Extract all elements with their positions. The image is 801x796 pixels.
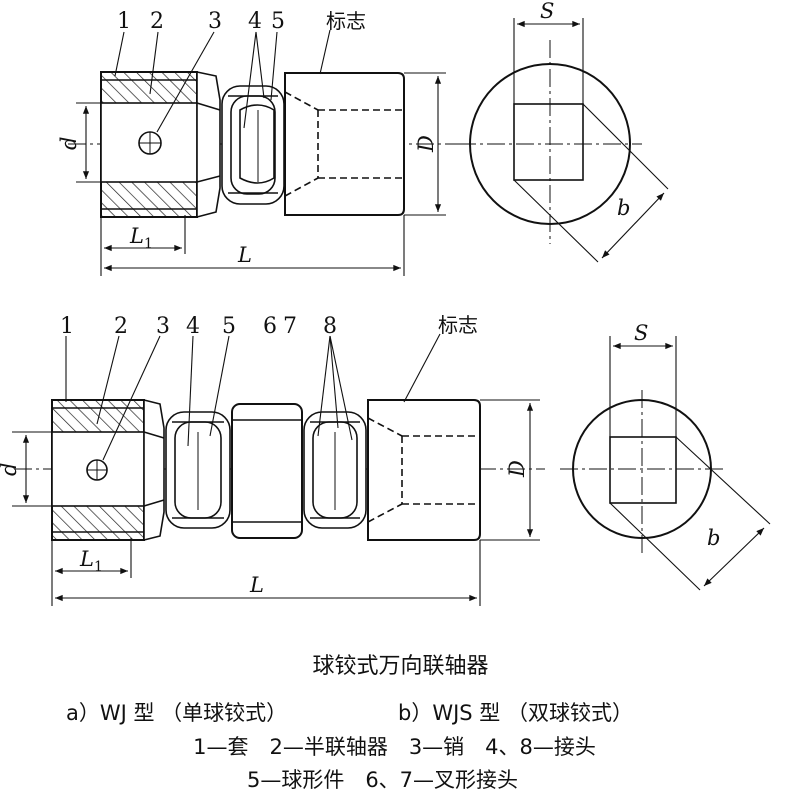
fork-joint-middle-b (231, 403, 303, 539)
dim-D-a (404, 72, 446, 216)
sleeve-half-coupling-a (100, 71, 198, 218)
dim-label-b: b (707, 526, 720, 550)
dim-L-b (54, 540, 481, 606)
dim-label-D: D (414, 135, 438, 153)
dim-L1-b (51, 538, 132, 606)
part-number: 8 (323, 314, 337, 339)
dim-label-D: D (505, 460, 529, 478)
dim-label-b: b (617, 196, 630, 220)
fork-body-a (284, 72, 405, 216)
coupling-diagram: 1 2 3 4 5 标志 d D L1 L S b 1 2 3 4 5 6 7 … (0, 0, 771, 606)
dim-D-b (480, 399, 540, 541)
dim-label-L1: L1 (79, 547, 103, 575)
ball-joint-b-left (165, 411, 231, 529)
mark-label: 标志 (326, 9, 366, 33)
dim-L-a (104, 215, 405, 276)
part-number: 1 (60, 314, 74, 339)
fork-body-b (367, 399, 481, 541)
labels-b: 1 2 3 4 5 6 7 8 标志 d D L1 L S b (0, 313, 720, 597)
part-number: 1 (117, 9, 131, 34)
labels-a: 1 2 3 4 5 标志 d D L1 L S b (57, 0, 630, 267)
part-number: 3 (208, 9, 222, 34)
sleeve-half-coupling-b (51, 399, 145, 541)
caption-type-b: b）WJS 型 （双球铰式） (398, 701, 633, 725)
dim-label-L1: L1 (129, 224, 153, 252)
dim-label-L: L (249, 573, 264, 597)
collar-b (143, 398, 165, 542)
caption-title: 球铰式万向联轴器 (312, 654, 489, 679)
caption-parts-line1: 1—套 2—半联轴器 3—销 4、8—接头 (193, 735, 596, 759)
dim-label-S: S (634, 321, 648, 345)
part-number: 5 (222, 314, 236, 339)
dim-label-L: L (237, 243, 252, 267)
end-view-b (560, 336, 771, 591)
ball-joint-b-right (303, 411, 367, 529)
part-number: 7 (283, 314, 297, 339)
caption-type-a: a）WJ 型 （单球铰式） (66, 701, 288, 725)
ball-joint-a (221, 85, 285, 205)
mark-label: 标志 (438, 313, 478, 337)
part-number: 6 (263, 314, 277, 339)
part-number: 3 (156, 314, 170, 339)
dim-d-b (12, 431, 52, 507)
leaders-a (114, 29, 331, 133)
end-view-a (458, 18, 669, 263)
leaders-b (65, 333, 441, 461)
dim-label-d: d (0, 463, 21, 476)
collar-a (196, 71, 221, 219)
dim-label-d: d (57, 137, 81, 150)
dim-d-a (76, 102, 101, 183)
figure-b-wjs-double (12, 333, 545, 606)
caption-parts-line2: 5—球形件 6、7—叉形接头 (246, 768, 519, 792)
part-number: 4 (248, 9, 262, 34)
part-number: 4 (186, 314, 200, 339)
dim-L1-a (100, 215, 186, 276)
part-number: 2 (114, 314, 128, 339)
part-number: 5 (271, 9, 285, 34)
dim-label-S: S (540, 0, 554, 23)
figure-a-wj-single (68, 29, 460, 276)
part-number: 2 (150, 9, 164, 34)
